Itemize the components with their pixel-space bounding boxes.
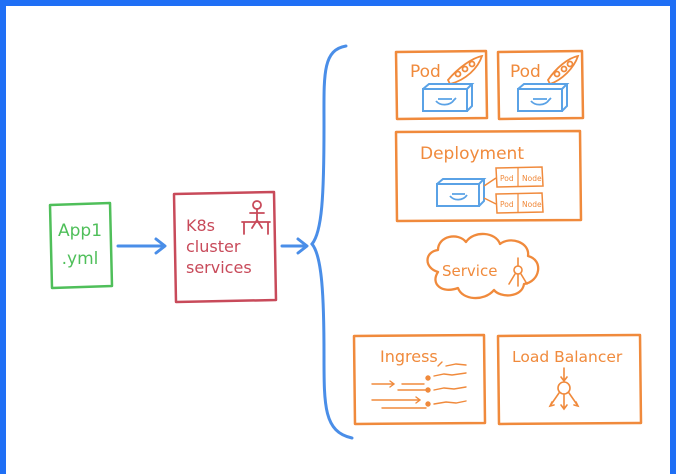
k8s-label-line1: K8s bbox=[186, 216, 215, 235]
arrow-yaml-to-k8s bbox=[116, 237, 167, 255]
service-node: Service bbox=[426, 232, 540, 300]
deployment-box bbox=[394, 129, 583, 223]
pod-label-1: Pod bbox=[410, 62, 441, 82]
deployment-card: Deployment Pod Node Pod Node bbox=[394, 129, 583, 223]
deployment-arrows bbox=[483, 177, 497, 205]
ingress-card: Ingress bbox=[352, 333, 487, 426]
operator-icon bbox=[241, 200, 271, 235]
k8s-label-line3: services bbox=[186, 258, 252, 277]
container-icon bbox=[436, 178, 487, 207]
deployment-row-1-node: Node bbox=[522, 174, 542, 183]
yaml-file-label-line1: App1 bbox=[58, 221, 102, 241]
diagram-canvas: App1 .yml K8s cluster services Pod bbox=[6, 6, 670, 474]
pod-box-2 bbox=[496, 49, 585, 121]
resources-brace bbox=[310, 44, 354, 440]
yaml-file-label-line2: .yml bbox=[62, 249, 99, 269]
pod-card-2: Pod bbox=[496, 49, 585, 121]
pod-card-1: Pod bbox=[394, 49, 489, 121]
deployment-row-1: Pod Node bbox=[495, 166, 544, 188]
load-balancer-icon bbox=[548, 367, 580, 411]
container-icon bbox=[422, 83, 475, 112]
service-cloud bbox=[426, 232, 540, 300]
yaml-file-node: App1 .yml bbox=[48, 201, 114, 290]
container-icon bbox=[517, 83, 570, 112]
pod-label-2: Pod bbox=[510, 62, 541, 82]
k8s-cluster-node: K8s cluster services bbox=[172, 190, 278, 304]
k8s-label-line2: cluster bbox=[186, 237, 241, 256]
deployment-row-2: Pod Node bbox=[495, 192, 544, 214]
ingress-box bbox=[352, 333, 487, 426]
pod-box-1 bbox=[394, 49, 489, 121]
k8s-cluster-box bbox=[172, 190, 278, 304]
diagram-svg: App1 .yml K8s cluster services Pod bbox=[48, 44, 643, 440]
deployment-label: Deployment bbox=[420, 144, 524, 164]
load-balancer-label: Load Balancer bbox=[512, 348, 623, 366]
deployment-row-2-pod: Pod bbox=[500, 200, 514, 209]
load-distribution-icon bbox=[508, 257, 528, 287]
load-balancer-card: Load Balancer bbox=[496, 333, 643, 426]
service-label: Service bbox=[442, 262, 497, 280]
deployment-row-2-node: Node bbox=[522, 200, 542, 209]
ingress-routing-icon bbox=[371, 361, 467, 409]
yaml-file-box bbox=[48, 201, 114, 290]
pea-pod-icon bbox=[446, 54, 484, 86]
arrow-k8s-to-resources bbox=[280, 237, 309, 255]
pea-pod-icon bbox=[546, 54, 580, 86]
ingress-label: Ingress bbox=[380, 347, 438, 366]
deployment-row-1-pod: Pod bbox=[500, 174, 514, 183]
load-balancer-box bbox=[496, 333, 643, 426]
